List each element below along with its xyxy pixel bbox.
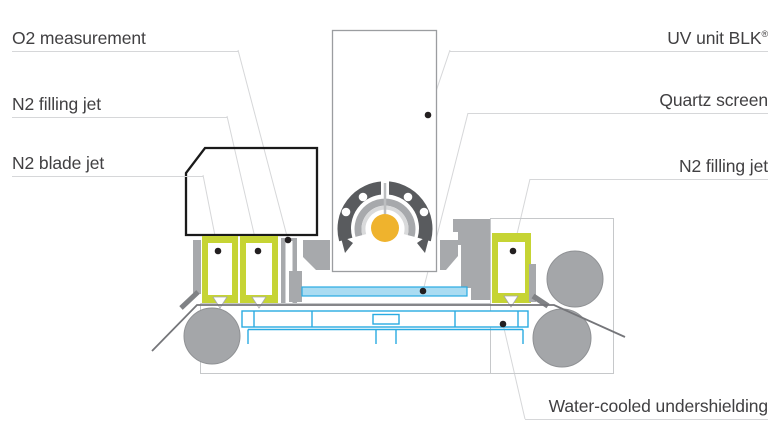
dot-water-cooled xyxy=(499,320,507,328)
roller-right-upper xyxy=(546,250,604,308)
substrate-web xyxy=(151,304,626,352)
jet-nozzle xyxy=(251,296,267,309)
label-uv-unit-blk: UV unit BLK® xyxy=(450,28,768,52)
n2-blade-jet-part xyxy=(179,240,201,310)
dot-n2-filling-left xyxy=(254,247,262,255)
roller-left xyxy=(183,307,241,365)
blade-jet-nozzle xyxy=(179,290,200,310)
label-quartz-screen: Quartz screen xyxy=(468,90,768,114)
inerting-hood-outline xyxy=(184,146,319,237)
label-n2-filling-jet-left: N2 filling jet xyxy=(12,94,227,118)
left-step-block xyxy=(303,240,330,270)
dot-uv-unit xyxy=(424,111,432,119)
bolt-hole xyxy=(341,207,351,217)
dot-n2-blade xyxy=(214,247,222,255)
n2-filling-jets-left xyxy=(202,236,278,309)
callout-dots xyxy=(214,111,517,328)
right-step-block xyxy=(440,240,458,270)
rollers xyxy=(183,250,604,368)
label-water-cooled-undershielding: Water-cooled undershielding xyxy=(525,396,768,420)
bolt-hole xyxy=(403,192,413,202)
right-bracket xyxy=(453,219,490,300)
support-blocks xyxy=(289,219,490,302)
reflector-foot-right xyxy=(417,234,430,253)
undershield-top-bar xyxy=(241,310,529,328)
dot-o2-measurement xyxy=(284,236,292,244)
uv-lamp-housing xyxy=(331,29,438,273)
leader-lines xyxy=(202,49,531,420)
n2-filling-jet-right-part xyxy=(492,233,550,309)
leader-n2-filling-left xyxy=(226,115,259,252)
jet-nozzle xyxy=(212,296,228,309)
reflector-foot-left xyxy=(340,234,353,253)
leader-o2-measurement xyxy=(237,49,289,241)
quartz-screen-part xyxy=(301,286,468,297)
registered-mark: ® xyxy=(761,29,768,40)
water-cooled-undershielding xyxy=(241,310,529,344)
undershield-center-port xyxy=(372,313,400,325)
label-o2-measurement: O2 measurement xyxy=(12,28,238,52)
jet-nozzle xyxy=(503,295,519,308)
bolt-hole xyxy=(419,207,429,217)
bolt-hole xyxy=(358,192,368,202)
quartz-left-cap xyxy=(289,271,302,302)
dot-quartz-screen xyxy=(419,287,427,295)
uv-lamp-bulb xyxy=(371,214,399,242)
leader-water-cooled xyxy=(502,323,526,420)
dot-n2-filling-right xyxy=(509,247,517,255)
label-n2-filling-jet-right: N2 filling jet xyxy=(530,156,768,180)
right-bar xyxy=(461,238,473,288)
label-n2-blade-jet: N2 blade jet xyxy=(12,153,203,177)
